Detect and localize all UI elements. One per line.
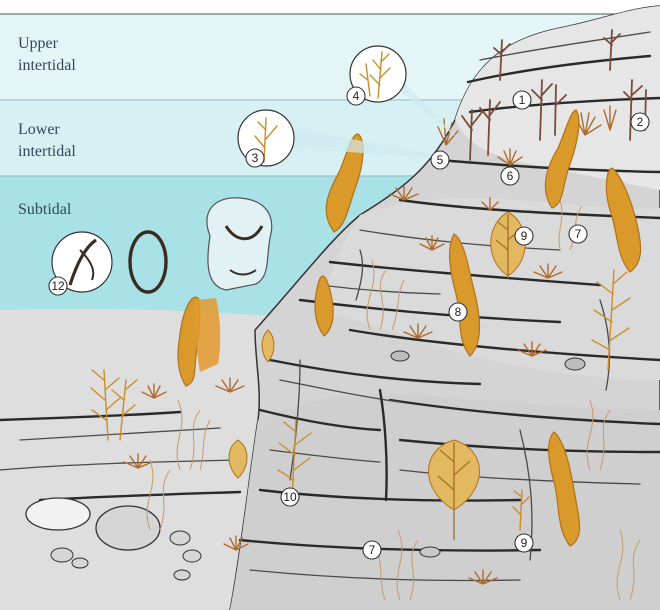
marker-1-label: 1 <box>519 93 526 107</box>
marker-2-label: 2 <box>637 115 644 129</box>
marker-12-circle <box>48 276 68 296</box>
inset-4-pointer <box>392 70 460 140</box>
marker-1-circle <box>512 90 532 110</box>
brown-branched-algae <box>461 29 647 161</box>
marker-7-circle <box>362 540 382 560</box>
lower-intertidal-line-2: intertidal <box>18 143 76 160</box>
upper-intertidal-line-1: Upper <box>18 35 59 52</box>
cliff-upper-face <box>455 6 660 190</box>
marker-9-circle <box>514 226 534 246</box>
marker-7-label: 7 <box>369 543 376 557</box>
rock-strata <box>0 31 660 582</box>
marker-10-label: 10 <box>283 490 297 504</box>
orange-tufts <box>123 105 617 585</box>
subtidal-label: Subtidal <box>18 201 72 218</box>
marker-5-label: 5 <box>437 153 444 167</box>
ferny-seaweeds <box>90 269 631 531</box>
marker-12-label: 12 <box>51 279 65 293</box>
leafy-seaweeds <box>228 211 526 540</box>
marker-8-circle <box>448 302 468 322</box>
marker-6-circle <box>500 166 520 186</box>
lower-intertidal-label: Lower intertidal <box>18 121 76 160</box>
marker-4-label: 4 <box>353 89 360 103</box>
filamentous-algae <box>146 199 641 601</box>
marker-3-label: 3 <box>252 151 259 165</box>
lower-intertidal-line-1: Lower <box>18 121 60 138</box>
inset-3-pointer <box>292 128 460 160</box>
marker-9-label: 9 <box>521 536 528 550</box>
marker-9-label: 9 <box>521 229 528 243</box>
marker-10-circle <box>280 487 300 507</box>
marker-6-label: 6 <box>507 169 514 183</box>
kelp-fronds <box>177 109 642 547</box>
upper-intertidal-label: Upper intertidal <box>18 35 76 74</box>
cliff-mid-face <box>320 198 660 380</box>
marker-7-circle <box>568 224 588 244</box>
marker-7-label: 7 <box>575 227 582 241</box>
marker-2-circle <box>630 112 650 132</box>
inset-12 <box>51 197 273 372</box>
marker-4-circle <box>346 86 366 106</box>
cobbles <box>25 350 586 581</box>
marker-5-circle <box>430 150 450 170</box>
inset-4 <box>349 45 407 103</box>
marker-9-circle <box>514 533 534 553</box>
marker-8-label: 8 <box>455 305 462 319</box>
marker-3-circle <box>245 148 265 168</box>
upper-intertidal-line-2: intertidal <box>18 57 76 74</box>
